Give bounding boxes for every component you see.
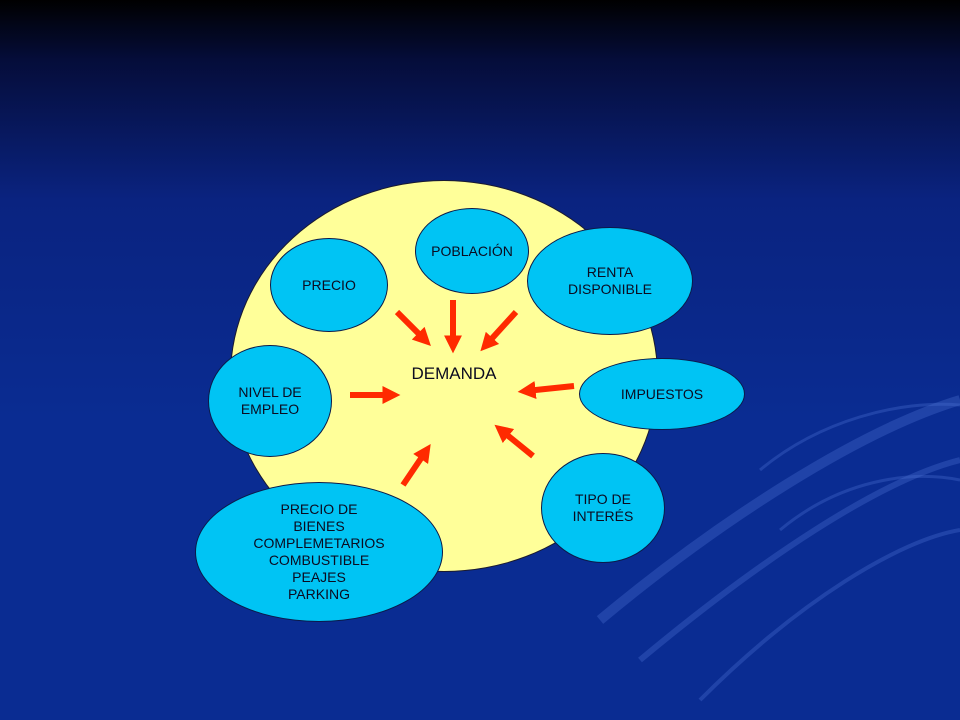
arrow-impuestos [517, 381, 575, 399]
arrow-bienes [400, 444, 431, 487]
node-impuestos: IMPUESTOS [579, 358, 745, 430]
arrow-precio [394, 309, 431, 346]
node-nivel-empleo: NIVEL DE EMPLEO [208, 345, 332, 457]
node-precio: PRECIO [270, 238, 388, 332]
node-renta-label: RENTA DISPONIBLE [567, 264, 653, 297]
node-precio-label: PRECIO [302, 276, 356, 293]
arrow-renta [480, 309, 519, 352]
arrow-tipo-interes [494, 424, 535, 459]
node-poblacion: POBLACIÓN [415, 208, 529, 294]
node-nivel-empleo-label: NIVEL DE EMPLEO [238, 384, 302, 417]
node-poblacion-label: POBLACIÓN [431, 242, 513, 259]
node-tipo-interes-label: TIPO DE INTERÉS [572, 491, 634, 524]
node-renta-disponible: RENTA DISPONIBLE [527, 227, 693, 335]
node-tipo-interes: TIPO DE INTERÉS [541, 453, 665, 563]
node-bienes-complementarios: PRECIO DE BIENES COMPLEMETARIOS COMBUSTI… [195, 482, 443, 622]
center-label-demanda: DEMANDA [411, 364, 497, 383]
node-impuestos-label: IMPUESTOS [620, 385, 704, 402]
node-bienes-label: PRECIO DE BIENES COMPLEMETARIOS COMBUSTI… [253, 501, 385, 602]
